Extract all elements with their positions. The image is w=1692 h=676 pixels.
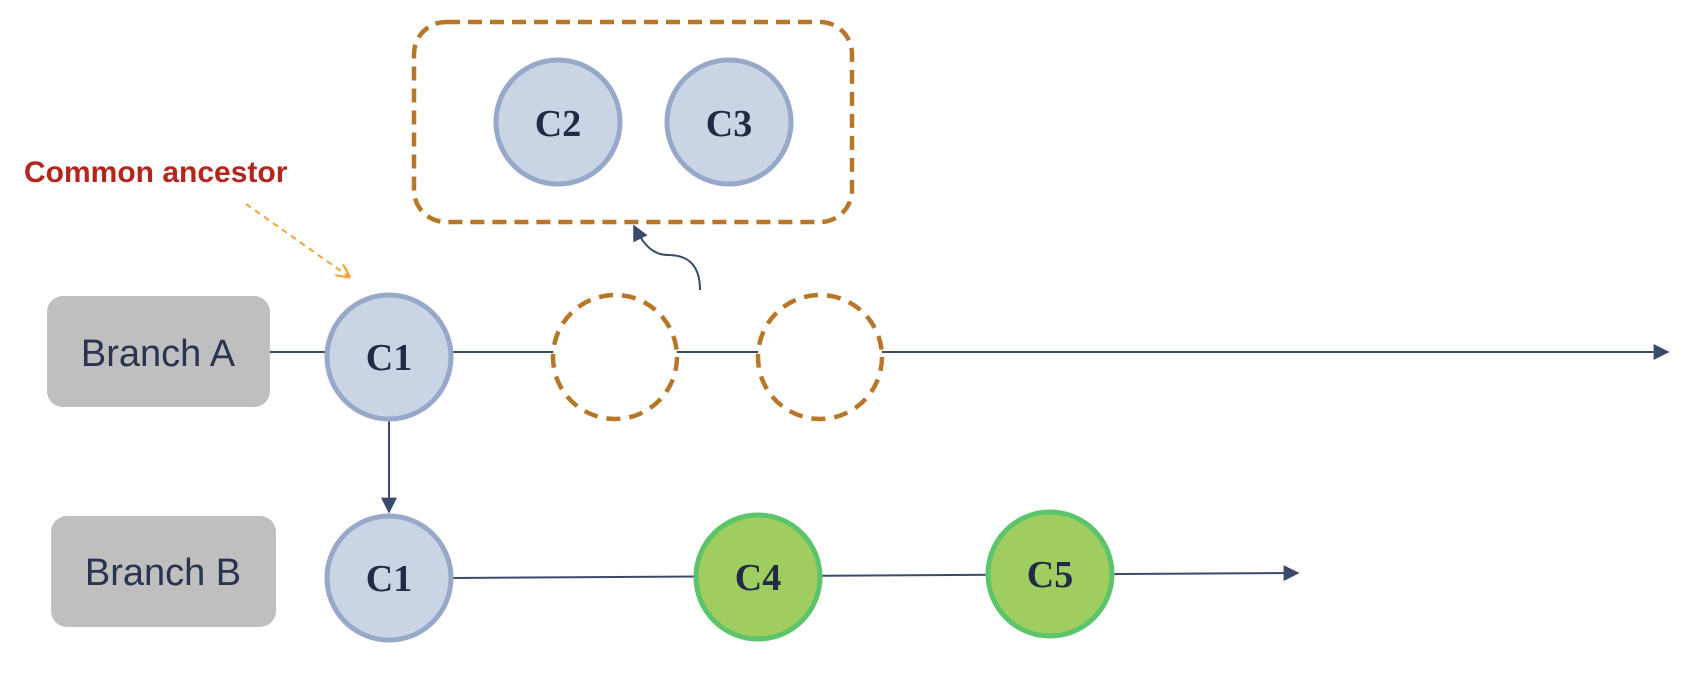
- common-ancestor-label: Common ancestor: [24, 156, 288, 189]
- commit-a-c1: C1: [324, 292, 454, 422]
- stash-curve-arrow: [633, 224, 701, 291]
- commit-b-c1-label: C1: [366, 558, 412, 600]
- commit-b-c1: C1: [324, 513, 454, 643]
- removed-commit-placeholder-2: [755, 292, 885, 422]
- commit-c4-label: C4: [735, 557, 781, 599]
- commit-c2: C2: [493, 57, 623, 187]
- removed-commit-placeholder-1: [550, 292, 680, 422]
- commit-c2-label: C2: [535, 103, 581, 145]
- stash-box: [411, 19, 855, 225]
- branch-a-box: Branch A: [47, 296, 270, 407]
- commit-c4: C4: [693, 512, 823, 642]
- branch-a-label: Branch A: [81, 333, 236, 375]
- branch-b-box: Branch B: [51, 516, 276, 627]
- branch-b-label: Branch B: [85, 552, 241, 594]
- commit-c3-label: C3: [706, 103, 752, 145]
- commit-c5-label: C5: [1027, 554, 1073, 596]
- commit-c3: C3: [664, 57, 794, 187]
- commit-a-c1-label: C1: [366, 337, 412, 379]
- branch-b-line: [452, 565, 1300, 582]
- commit-c5: C5: [985, 509, 1115, 639]
- common-ancestor-arrow: [245, 203, 348, 276]
